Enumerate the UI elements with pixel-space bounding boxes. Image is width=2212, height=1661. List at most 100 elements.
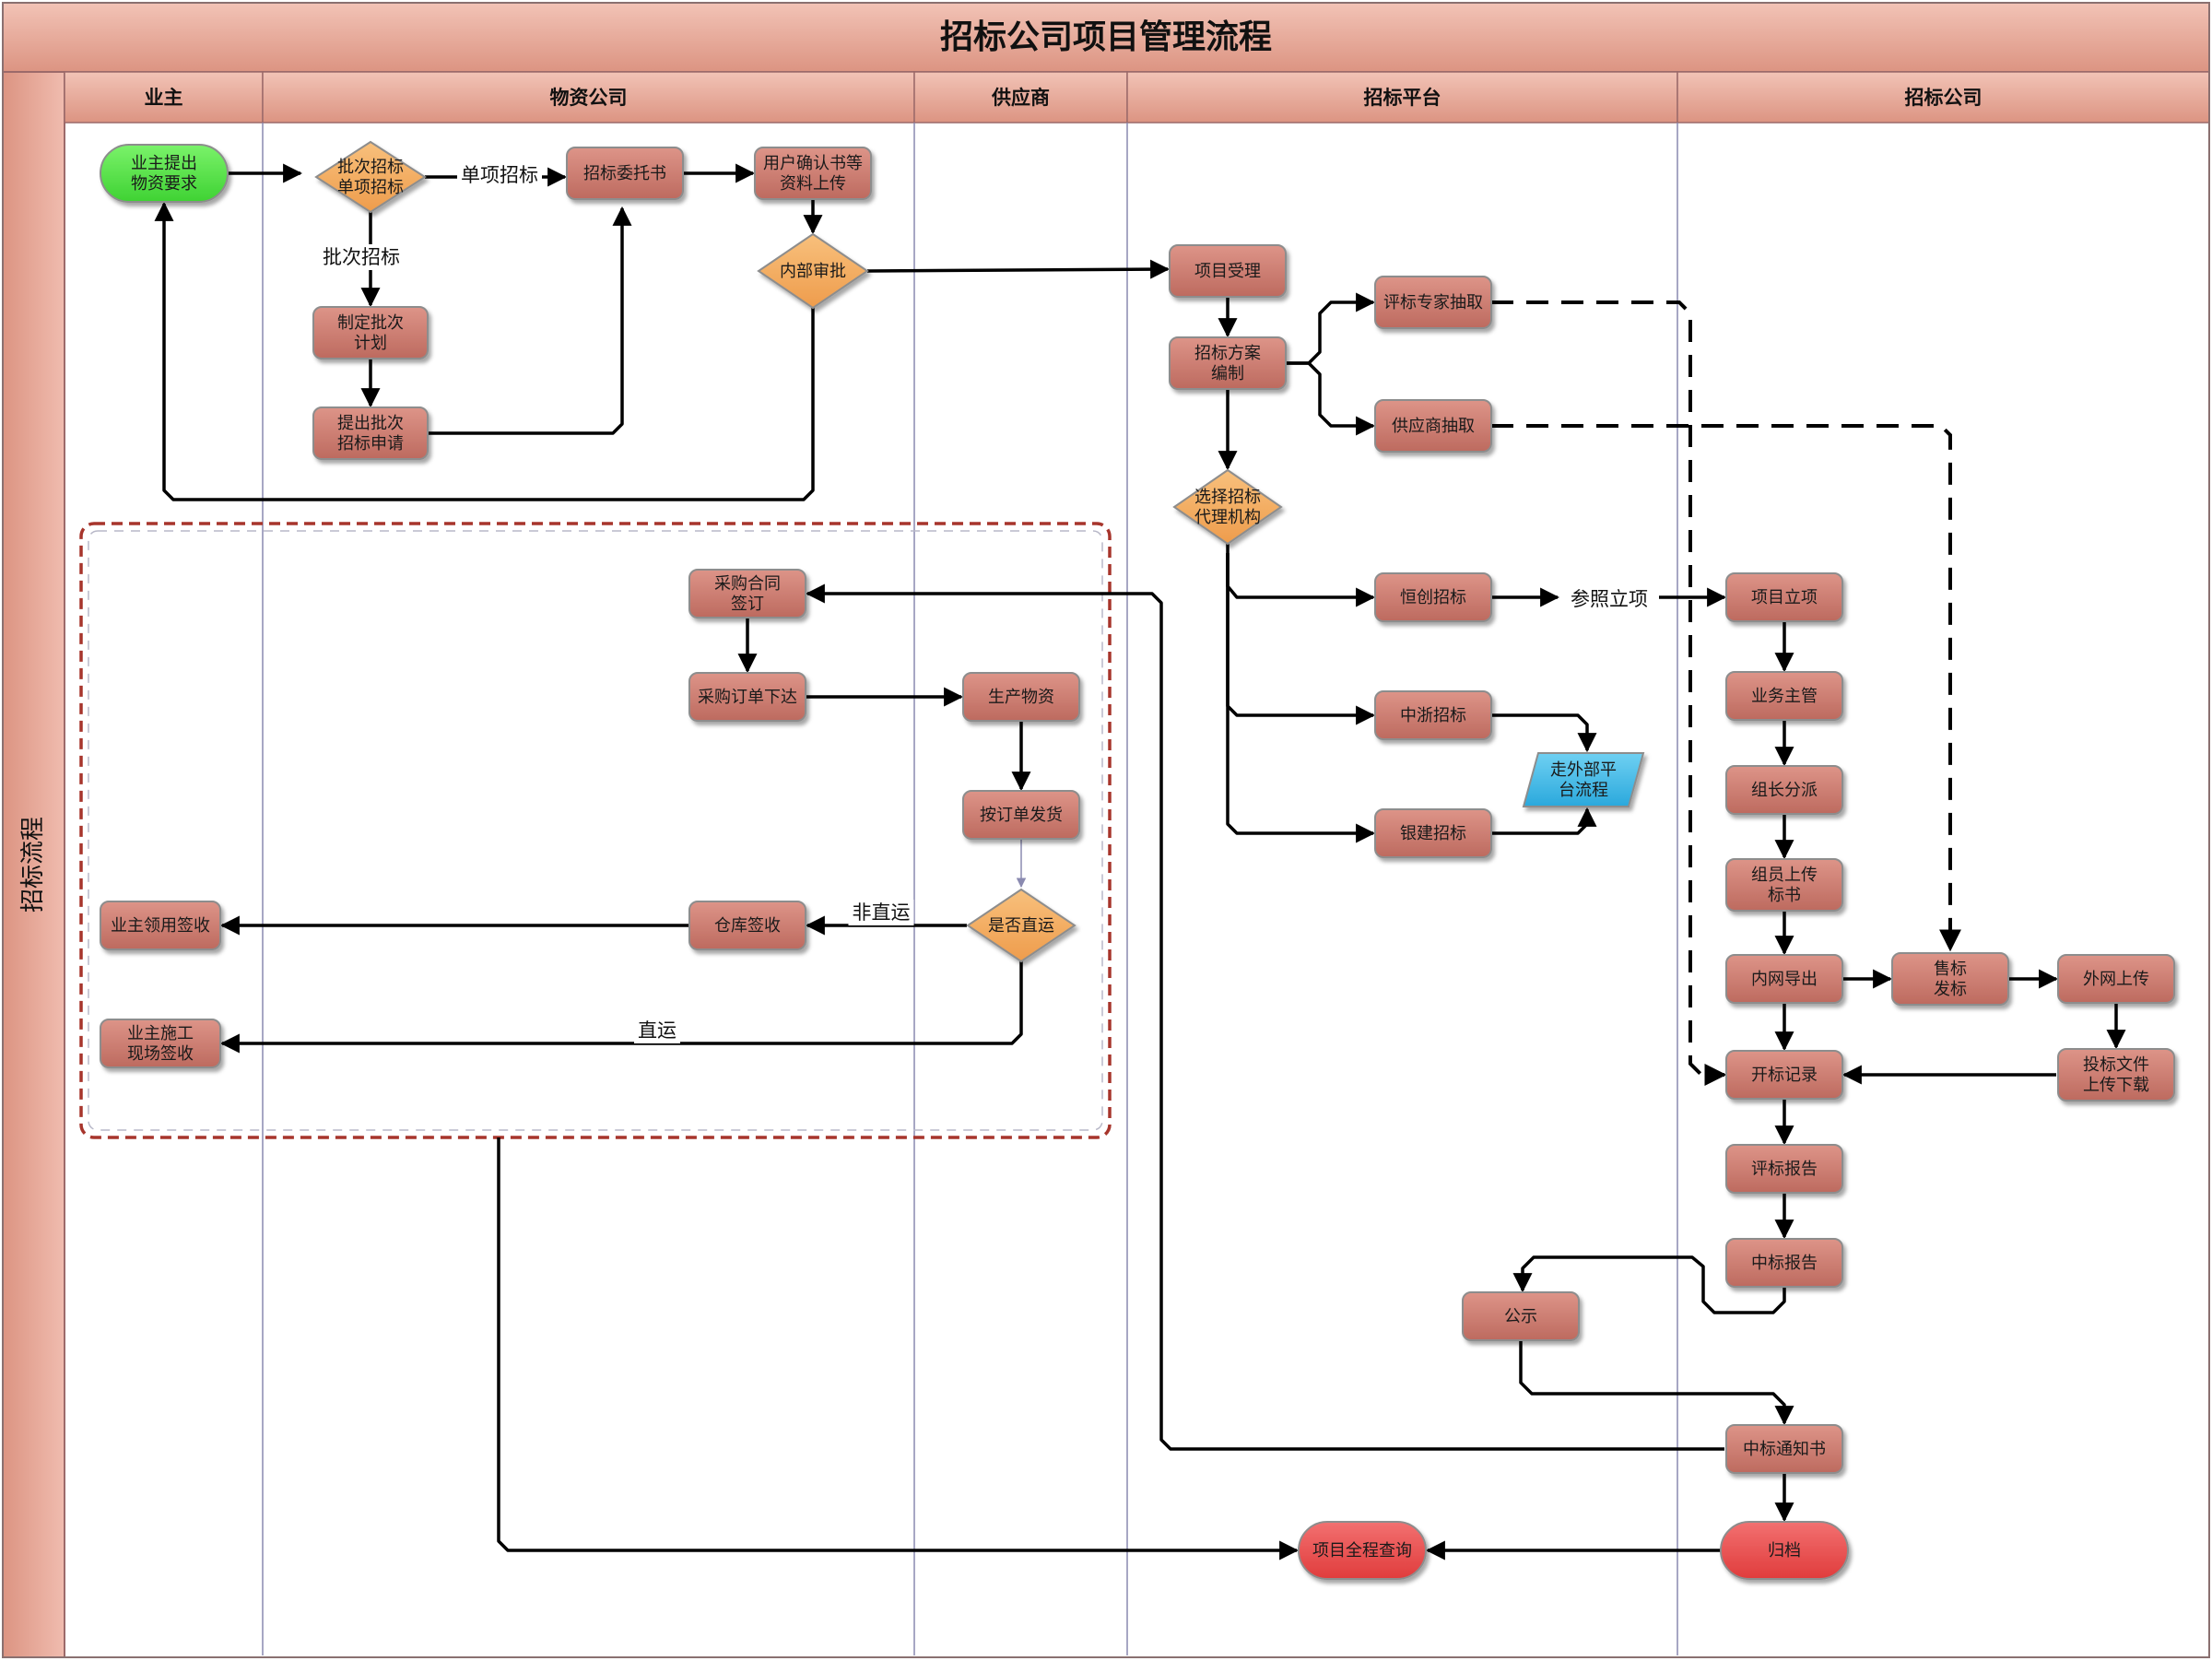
node-n15: 银建招标 — [1374, 808, 1492, 858]
node-label: 组员上传 — [1751, 866, 1818, 885]
connector-arrow — [1519, 1340, 1794, 1426]
node-label: 外网上传 — [2083, 970, 2149, 989]
node-shape-terminal-start — [100, 144, 229, 203]
node-n21: 内网导出 — [1725, 954, 1843, 1004]
node-n28: 公示 — [1462, 1291, 1580, 1341]
node-label: 按订单发货 — [980, 806, 1063, 825]
node-n27: 中标报告 — [1725, 1238, 1843, 1288]
node-n30: 归档 — [1720, 1521, 1849, 1580]
edge-label-bg — [1567, 586, 1652, 612]
node-shape-process — [688, 569, 806, 618]
node-label: 项目立项 — [1751, 588, 1818, 607]
node-label: 代理机构 — [1194, 508, 1261, 527]
node-n18: 业务主管 — [1725, 671, 1843, 721]
node-n36: 是否直运 — [966, 888, 1077, 963]
node-label: 仓库签收 — [714, 916, 781, 936]
node-shape-process — [1169, 244, 1287, 298]
node-shape-process — [1725, 765, 1843, 815]
node-shape-process — [1725, 1238, 1843, 1288]
node-label: 业主领用签收 — [111, 916, 210, 936]
node-label: 上传下载 — [2083, 1076, 2149, 1095]
node-label: 中标报告 — [1751, 1254, 1818, 1273]
dashed-connector — [1491, 424, 1961, 952]
node-shape-process — [566, 147, 684, 200]
node-label: 评标专家抽取 — [1383, 293, 1483, 312]
lane-header-materials — [262, 71, 915, 124]
node-label: 编制 — [1211, 364, 1244, 383]
node-label: 招标委托书 — [583, 164, 666, 183]
node-n5: 内部审批 — [757, 232, 869, 310]
node-label: 开标记录 — [1751, 1066, 1818, 1085]
lane-label-owner: 业主 — [145, 87, 183, 109]
flow-nodes: 业主提出物资要求批次招标单项招标招标委托书用户确认书等资料上传内部审批制定批次计… — [100, 140, 2175, 1580]
node-shape-process — [312, 306, 429, 359]
title-bar: 招标公司项目管理流程 — [2, 2, 2210, 73]
node-label: 资料上传 — [780, 174, 846, 194]
node-n34: 生产物资 — [962, 672, 1080, 722]
node-shape-decision — [757, 232, 869, 310]
node-label: 银建招标 — [1400, 824, 1466, 843]
lane-header-platform — [1126, 71, 1678, 124]
node-shape-decision — [966, 888, 1077, 963]
node-shape-process — [2057, 1048, 2175, 1101]
node-label: 业主施工 — [127, 1024, 194, 1043]
node-label: 用户确认书等 — [763, 154, 863, 173]
node-shape-process — [1374, 808, 1492, 858]
node-shape-process — [962, 672, 1080, 722]
node-shape-external — [1522, 752, 1645, 807]
connector-arrow — [219, 961, 1023, 1054]
connector-arrow — [866, 259, 1171, 279]
node-label: 是否直运 — [988, 916, 1054, 936]
node-label: 招标方案 — [1194, 344, 1261, 363]
lane-header-owner — [64, 71, 264, 124]
node-shape-process — [688, 901, 806, 950]
node-shape-process — [754, 147, 872, 200]
lane-label-supplier: 供应商 — [991, 87, 1050, 109]
edge-label-reference: 参照立项 — [1571, 588, 1648, 610]
node-n26: 评标报告 — [1725, 1144, 1843, 1194]
lane-label-platform: 招标平台 — [1364, 87, 1441, 109]
node-n38: 业主领用签收 — [100, 901, 221, 950]
node-label: 标书 — [1768, 886, 1801, 905]
connector-arrow — [805, 583, 1724, 1451]
procurement-group — [79, 522, 1112, 1139]
dashed-connector — [1491, 300, 1727, 1086]
node-n37: 仓库签收 — [688, 901, 806, 950]
node-shape-process — [688, 672, 806, 722]
node-shape-decision — [1172, 468, 1283, 546]
node-n10: 评标专家抽取 — [1374, 276, 1492, 329]
node-shape-process — [2057, 954, 2175, 1004]
node-label: 走外部平 — [1550, 760, 1617, 780]
connector-arrow — [1226, 544, 1376, 607]
node-label: 业主提出 — [131, 154, 197, 173]
node-shape-process — [1725, 671, 1843, 721]
node-label: 签订 — [731, 595, 764, 614]
node-shape-process — [1725, 1050, 1843, 1100]
node-shape-process — [1169, 336, 1287, 390]
edge-label-bg — [634, 1018, 680, 1043]
node-label: 中标通知书 — [1743, 1440, 1826, 1459]
node-n33: 采购订单下达 — [688, 672, 806, 722]
node-n14: 中浙招标 — [1374, 690, 1492, 740]
node-label: 台流程 — [1559, 781, 1608, 800]
node-shape-process — [1725, 572, 1843, 622]
node-label: 物资要求 — [131, 174, 197, 194]
node-label: 现场签收 — [127, 1044, 194, 1064]
node-shape-process — [962, 790, 1080, 840]
connector-arrow — [428, 206, 632, 435]
node-n29: 中标通知书 — [1725, 1424, 1843, 1474]
connector-arrow — [497, 1137, 1300, 1561]
node-shape-process — [1725, 858, 1843, 912]
node-label: 归档 — [1768, 1541, 1801, 1561]
node-label: 单项招标 — [337, 178, 404, 197]
node-label: 供应商抽取 — [1392, 417, 1475, 436]
node-shape-process — [1891, 952, 2009, 1006]
